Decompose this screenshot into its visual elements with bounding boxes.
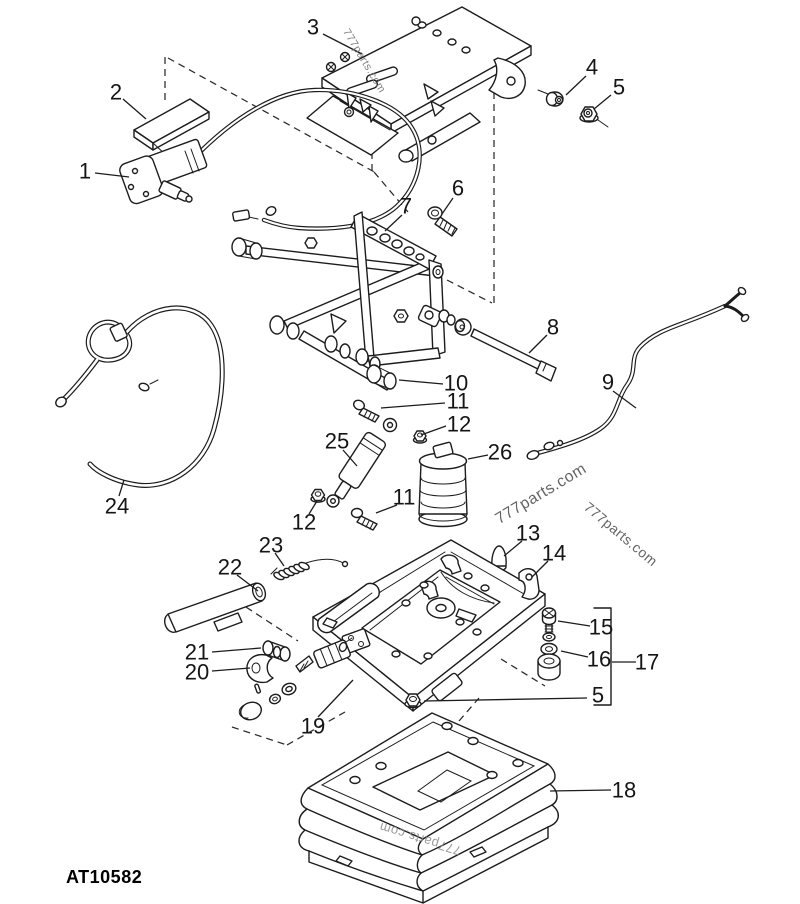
part-label-26-13: 26 — [488, 440, 512, 465]
part-label-11-10: 11 — [447, 389, 470, 414]
part-label-23-17: 23 — [259, 533, 283, 558]
leader-line-4-3 — [565, 75, 587, 96]
leader-line-1-0 — [94, 172, 130, 178]
leader-line-26-13 — [467, 454, 489, 460]
part-5-locknut-lower — [404, 693, 422, 709]
part-label-10-9: 10 — [444, 371, 468, 396]
part-label-4-3: 4 — [586, 55, 598, 80]
leader-line-6-5 — [441, 197, 454, 215]
part-23-spring — [270, 558, 349, 581]
part-label-17-26: 17 — [635, 650, 659, 675]
leader-line-5-4 — [593, 94, 612, 110]
part-label-24-16: 24 — [105, 494, 129, 519]
part-12-nut-upper — [412, 430, 428, 444]
leader-line-22-18 — [236, 574, 259, 592]
leader-line-10-9 — [398, 379, 444, 385]
leader-line-13-22 — [503, 540, 523, 557]
part-25-shock-absorber — [326, 417, 398, 508]
part-11-bolt-lower — [350, 507, 378, 531]
part-21-spool-bushing — [262, 640, 291, 662]
part-19-valve-assembly — [238, 637, 353, 721]
drawing-code: AT10582 — [66, 867, 143, 887]
part-9-wiring-lead — [526, 286, 750, 460]
leader-line-20-20 — [211, 667, 251, 672]
part-12-nut-lower — [310, 488, 326, 503]
leader-line-11-10 — [380, 402, 446, 409]
part-20-clevis — [246, 653, 274, 684]
leader-line-12-11 — [420, 425, 447, 436]
part-15-bolt — [541, 607, 557, 642]
leader-line-12-15 — [308, 500, 318, 515]
part-label-22-18: 22 — [218, 555, 242, 580]
group-17-bracket — [593, 607, 612, 706]
leader-line-5-27 — [423, 697, 588, 702]
part-label-8-7: 8 — [547, 315, 559, 340]
part-label-13-22: 13 — [516, 521, 540, 546]
part-26-air-spring — [418, 441, 468, 528]
leader-line-19-21 — [317, 679, 354, 718]
leader-line-9-8 — [612, 390, 637, 409]
part-label-19-21: 19 — [301, 714, 325, 739]
part-label-12-15: 12 — [292, 510, 316, 535]
part-2-pad-plate — [133, 98, 210, 157]
part-label-15-24: 15 — [589, 615, 613, 640]
part-label-7-6: 7 — [400, 194, 412, 219]
part-1-actuator — [119, 87, 422, 231]
leader-line-25-12 — [342, 449, 358, 467]
leader-line-21-19 — [211, 647, 262, 653]
leader-line-18-28 — [549, 789, 612, 792]
part-label-9-8: 9 — [602, 370, 614, 395]
part-22-handle-tube — [163, 582, 267, 633]
part-4-bushing — [545, 91, 564, 107]
part-18-bellows — [298, 712, 559, 904]
part-label-18-28: 18 — [612, 778, 636, 803]
watermark-text-2: 777parts.com — [581, 499, 661, 570]
part-label-3-2: 3 — [307, 15, 319, 40]
leader-line-2-1 — [122, 98, 147, 120]
part-label-14-23: 14 — [542, 541, 566, 566]
part-11-bolt-upper — [352, 399, 380, 423]
part-3-mounting-plate — [306, 6, 609, 163]
part-8-rod — [470, 328, 557, 382]
part-label-21-19: 21 — [185, 640, 209, 665]
part-16-bushing-cup — [537, 653, 561, 681]
part-16-washer — [540, 642, 558, 656]
part-7-scissor-linkage — [231, 211, 472, 391]
part-label-6-5: 6 — [452, 176, 464, 201]
leader-line-15-24 — [557, 620, 591, 627]
leader-line-24-16 — [118, 479, 125, 497]
leader-line-8-7 — [528, 334, 548, 354]
part-label-20-20: 20 — [185, 660, 209, 685]
part-label-5-27: 5 — [592, 683, 604, 708]
part-label-11-14: 11 — [393, 485, 416, 510]
part-label-1-0: 1 — [79, 159, 91, 184]
leader-line-23-17 — [274, 552, 285, 567]
part-5-locknut-upper — [579, 106, 599, 123]
leader-line-3-2 — [322, 33, 363, 55]
part-label-25-12: 25 — [325, 429, 349, 454]
part-6-bolt — [427, 206, 458, 237]
leader-line-7-6 — [384, 214, 403, 232]
leader-line-16-25 — [560, 650, 589, 658]
part-label-12-11: 12 — [447, 412, 471, 437]
part-24-cable — [55, 305, 225, 488]
part-label-5-4: 5 — [613, 75, 625, 100]
part-label-16-25: 16 — [587, 647, 611, 672]
watermark-text-1: 777parts.com — [493, 460, 590, 528]
leader-line-11-14 — [375, 504, 398, 514]
leader-lines — [94, 33, 637, 792]
leader-line-14-23 — [531, 560, 549, 578]
part-label-2-1: 2 — [110, 80, 122, 105]
